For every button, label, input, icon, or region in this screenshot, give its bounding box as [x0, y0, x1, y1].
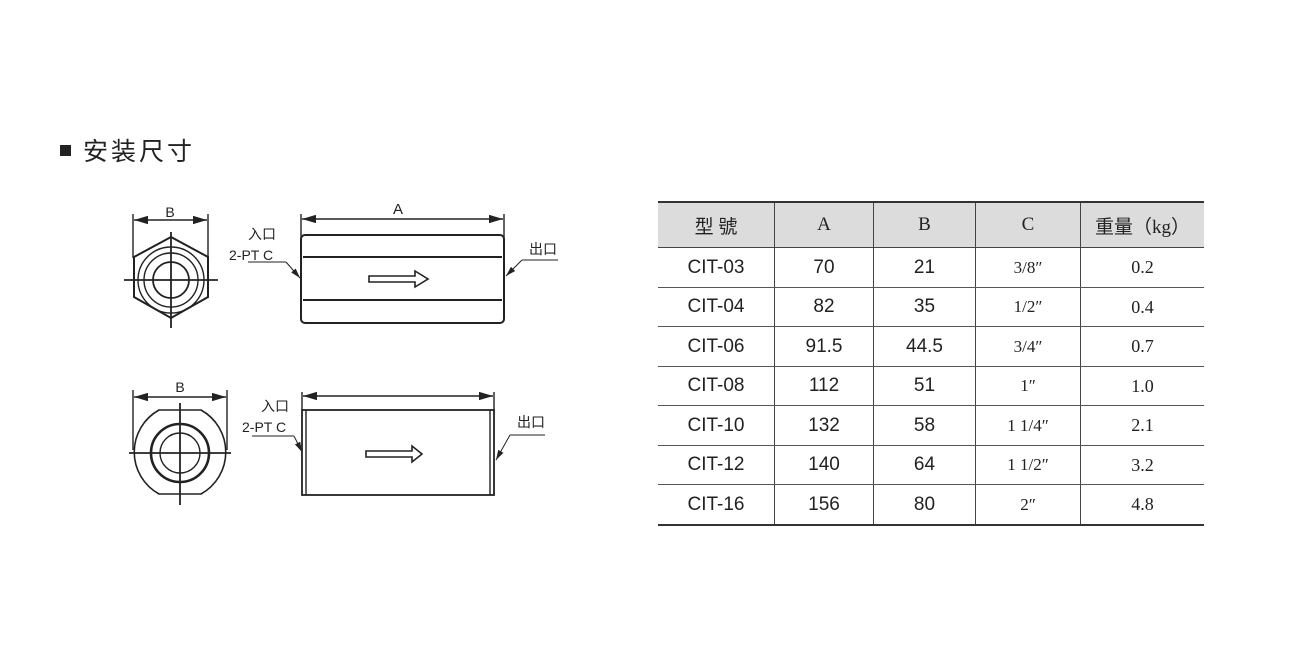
- cell-model: CIT-03: [658, 247, 775, 288]
- bullet-square-icon: [60, 144, 71, 156]
- cell-a: 132: [774, 405, 874, 446]
- flow-arrow-icon: [365, 444, 424, 464]
- hex-side-view: A 入口 2-PT C 出口: [229, 201, 558, 324]
- cell-weight: 0.2: [1080, 247, 1204, 288]
- cell-model: CIT-08: [658, 366, 775, 406]
- col-header-a: A: [774, 201, 874, 248]
- cell-c: 3/4″: [975, 326, 1081, 367]
- col-header-weight: 重量（kg）: [1080, 201, 1204, 248]
- cell-c: 1 1/2″: [975, 445, 1081, 485]
- cell-model: CIT-16: [658, 484, 775, 526]
- hex-end-view: B: [124, 204, 218, 328]
- table-header-row: 型 號 A B C 重量（kg）: [658, 201, 1204, 248]
- cell-b: 58: [873, 405, 976, 446]
- cell-weight: 0.4: [1080, 287, 1204, 327]
- cell-b: 35: [873, 287, 976, 327]
- section-title-text: 安装尺寸: [83, 138, 196, 166]
- cell-model: CIT-06: [658, 326, 775, 367]
- dim-b-label: B: [165, 204, 174, 220]
- cell-model: CIT-04: [658, 287, 775, 327]
- cell-model: CIT-12: [658, 445, 775, 485]
- cell-b: 51: [873, 366, 976, 406]
- section-title: 安装尺寸: [60, 132, 195, 168]
- col-header-model: 型 號: [658, 201, 775, 248]
- dim-b-label-bottom: B: [175, 379, 184, 395]
- cell-weight: 1.0: [1080, 366, 1204, 406]
- cell-c: 1″: [975, 366, 1081, 406]
- cell-c: 2″: [975, 484, 1081, 526]
- cell-weight: 2.1: [1080, 405, 1204, 446]
- round-end-view: B: [129, 379, 231, 505]
- cell-b: 64: [873, 445, 976, 485]
- col-header-b: B: [873, 201, 976, 248]
- cell-weight: 0.7: [1080, 326, 1204, 367]
- cell-b: 44.5: [873, 326, 976, 367]
- cell-model: CIT-10: [658, 405, 775, 446]
- col-header-c: C: [975, 201, 1081, 248]
- cell-c: 3/8″: [975, 247, 1081, 288]
- port-label-top: 2-PT C: [229, 247, 273, 263]
- cell-b: 21: [873, 247, 976, 288]
- cell-c: 1 1/4″: [975, 405, 1081, 446]
- flow-arrow-icon: [368, 269, 430, 289]
- cell-c: 1/2″: [975, 287, 1081, 327]
- cell-a: 156: [774, 484, 874, 526]
- cell-a: 70: [774, 247, 874, 288]
- inlet-label-top: 入口: [248, 226, 276, 242]
- cell-a: 91.5: [774, 326, 874, 367]
- cell-a: 82: [774, 287, 874, 327]
- cell-a: 112: [774, 366, 874, 406]
- port-label-bottom: 2-PT C: [242, 419, 286, 435]
- cell-b: 80: [873, 484, 976, 526]
- outlet-label-bottom: 出口: [517, 414, 545, 430]
- outlet-label-top: 出口: [529, 241, 557, 257]
- round-side-view: 入口 2-PT C 出口: [242, 391, 545, 496]
- cell-weight: 3.2: [1080, 445, 1204, 485]
- cell-weight: 4.8: [1080, 484, 1204, 526]
- dim-a-label: A: [393, 201, 403, 218]
- cell-a: 140: [774, 445, 874, 485]
- inlet-label-bottom: 入口: [261, 398, 289, 414]
